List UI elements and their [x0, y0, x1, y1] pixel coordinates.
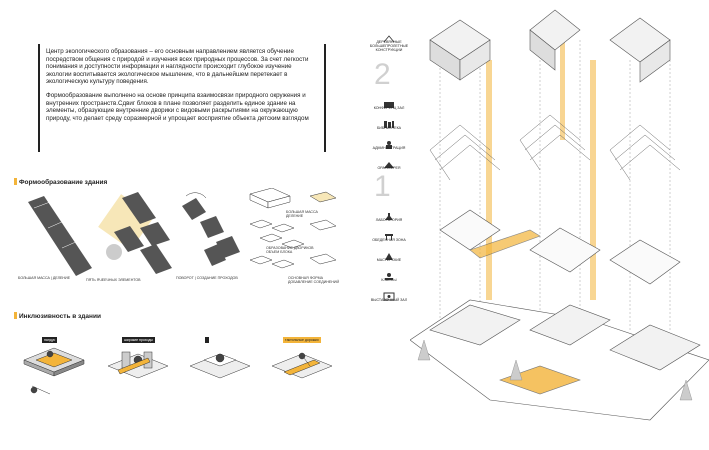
legend-wood-structures: ДЕРЕВЯННЫЕ БОЛЬШЕПРОЛЕТНЫЕ КОНСТРУКЦИИ	[368, 30, 410, 52]
ground-floor	[410, 299, 709, 421]
form-caption-1: БОЛЬШАЯ МАССА | ДЕЛЕНИЕ	[18, 276, 70, 280]
legend-dining: ОБЕДЕННАЯ ЗОНА	[368, 228, 410, 242]
form-diagrams	[28, 188, 337, 276]
legend-greenhouse: ОРАНЖЕРЕЯ	[368, 156, 410, 170]
legend-laboratory: ЛАБОРАТОРИЯ	[368, 208, 410, 222]
inclusive-diagram-tactile	[271, 352, 333, 379]
inclusive-diagram-corridor	[189, 353, 251, 379]
workshop-icon	[383, 248, 395, 260]
conference-icon	[383, 96, 395, 108]
legend-administration: АДМИНИСТРАЦИЯ	[368, 136, 410, 150]
light-shafts	[486, 40, 596, 300]
roof-icon	[383, 30, 395, 43]
vertical-guides	[439, 40, 671, 330]
roofs-level	[429, 9, 671, 83]
inclusive-diagrams	[23, 347, 333, 395]
inclusive-tag-4: тактильные дорожки	[283, 337, 321, 343]
exploded-axonometric	[410, 9, 709, 421]
legend-library: БИБЛИОТЕКА	[368, 116, 410, 130]
trees	[417, 339, 693, 401]
legend-level-1-number: 1	[374, 170, 391, 203]
form-diagram-iso	[249, 188, 337, 269]
form-caption-4: БОЛЬШАЯ МАССА ДЕЛЕНИЕ	[286, 210, 318, 219]
intro-textbox: Центр экологического образования – его о…	[38, 44, 326, 152]
greenhouse-icon	[383, 156, 395, 168]
timber-structures	[429, 114, 681, 181]
inclusive-tag-2: широкие проходы	[122, 337, 155, 343]
dining-icon	[383, 228, 395, 240]
intro-paragraph-2: Формообразование выполнено на основе при…	[46, 91, 309, 122]
legend-workshops: МАСТЕРСКИЕ	[368, 248, 410, 262]
legend-conference-hall: КОНФЕРЕНЦ ЗАЛ	[368, 96, 410, 110]
form-caption-5: ОБРАЗОВАНИЕ ДВОРИКОВ ОБЪЕМ БЛОКА	[266, 246, 314, 255]
exhibition-icon	[383, 288, 395, 301]
form-caption-3: ПОВОРОТ | СОЗДАНИЕ ПРОХОДОВ	[176, 276, 238, 280]
form-caption-2: ПЯТЬ ЯЧЕЕЧНЫХ ЭЛЕМЕНТОВ	[86, 278, 141, 282]
intro-paragraph-1: Центр экологического образования – его о…	[46, 48, 309, 86]
level-2-plan	[439, 209, 681, 285]
inclusive-section-title: Инклюзивность в здании	[14, 312, 101, 320]
inclusive-diagram-passage	[107, 351, 169, 379]
administration-icon	[383, 136, 395, 149]
form-diagram-rotate	[182, 192, 240, 266]
form-caption-6: ОСНОВНАЯ ФОРМА ДОБАВЛЕНИЕ СОЕДИНЕНИЙ	[288, 276, 340, 285]
legend-classes: КЛАССЫ	[368, 268, 410, 282]
form-diagram-mass	[28, 196, 92, 276]
inclusive-diagram-ramp	[23, 347, 85, 395]
inclusive-tag-3	[205, 328, 209, 346]
form-section-title: Формообразование здания	[14, 178, 107, 186]
form-diagram-cells	[98, 192, 172, 274]
laboratory-icon	[383, 208, 395, 220]
classes-icon	[383, 268, 395, 280]
inclusive-tag-1: пандус	[42, 337, 58, 343]
library-icon	[383, 116, 395, 128]
legend-level-2-number: 2	[374, 58, 391, 91]
legend-exhibition-hall: ВЫСТАВОЧНЫЙ ЗАЛ	[368, 288, 410, 302]
